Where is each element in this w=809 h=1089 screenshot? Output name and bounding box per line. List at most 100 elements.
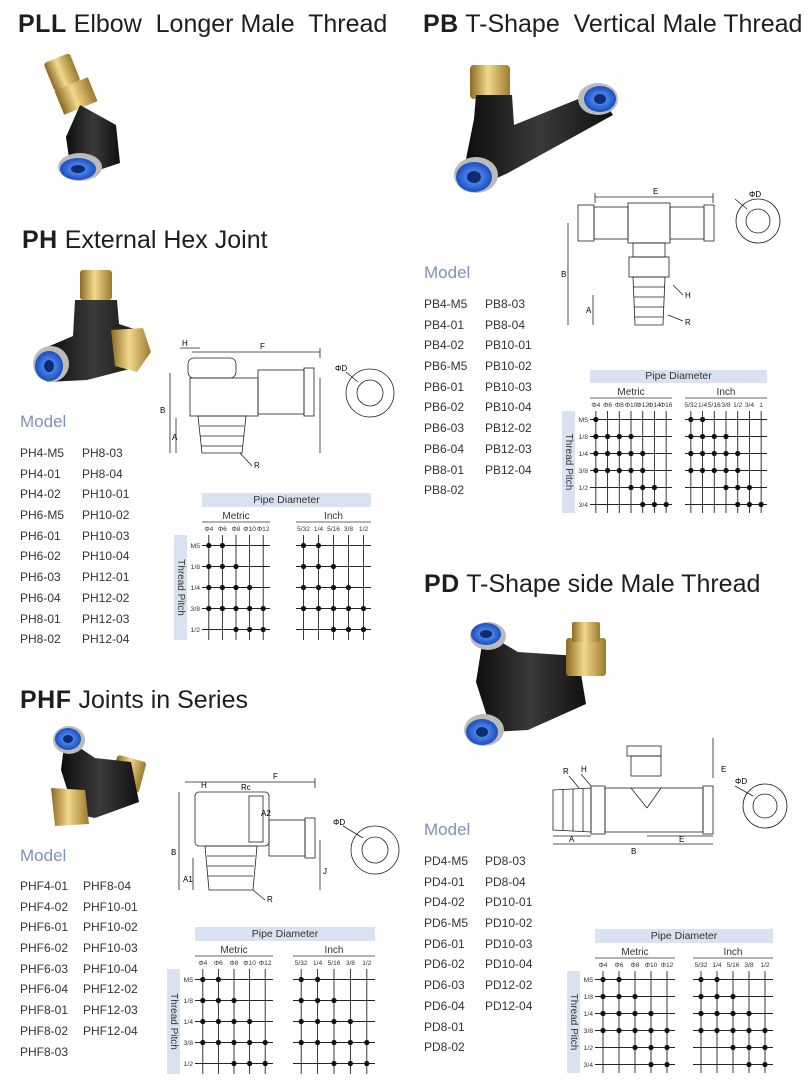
chart-compat-dot [604,467,611,474]
chart-compat-dot [600,1027,606,1034]
ph-dim-d: ΦD [335,364,347,373]
chart-compat-dot [699,450,706,457]
model-item: PHF6-03 [20,961,69,976]
chart-row-label: 1/2 [184,1061,194,1068]
chart-col-label: 5/32 [684,402,697,409]
pb-dim-a: A [586,306,592,315]
chart-row-label: 3/8 [584,1028,594,1035]
chart-col-label: Φ6 [603,402,612,409]
chart-compat-dot [735,484,741,491]
model-item: PH6-02 [20,549,61,564]
chart-compat-dot [593,416,599,423]
pd-title: PD T-Shape side Male Thread [424,572,760,597]
pd-code: PD [424,570,460,598]
chart-compat-dot [616,976,622,983]
chart-row-label: 1/2 [584,1045,594,1052]
model-item: PHF12-03 [83,1003,138,1018]
model-item: PD10-04 [485,957,533,972]
chart-header-bar [590,370,767,383]
chart-col-label: 3/8 [721,402,730,409]
pb-dim-b: B [561,270,566,279]
chart-compat-dot [315,976,321,983]
pd-dim-e: E [721,765,726,774]
chart-col-label: 3/8 [346,960,355,967]
chart-row-label: M5 [184,977,194,984]
chart-compat-dot [231,997,237,1004]
chart-compat-dot [651,501,658,508]
chart-compat-dot [219,584,225,591]
chart-header-label: Pipe Diameter [253,494,320,506]
chart-compat-dot [632,1044,638,1051]
chart-compat-dot [723,484,729,491]
model-item: PHF12-04 [83,1023,138,1038]
chart-compat-dot [247,1039,253,1046]
ph-dim-a: A [172,433,178,442]
model-item: PHF4-01 [20,879,69,893]
chart-group-label-group2: Inch [724,947,743,958]
pb-code: PB [423,10,459,38]
pb-dim-e: E [653,187,658,196]
model-item: PHF8-03 [20,1044,69,1059]
chart-row-label: M5 [579,417,589,424]
chart-compat-dot [746,501,753,508]
model-item: PHF6-02 [20,941,69,956]
chart-compat-dot [206,584,212,591]
model-item: PB6-01 [424,379,465,394]
chart-col-label: 3/8 [744,962,753,969]
chart-compat-dot [632,1010,638,1017]
chart-compat-dot [714,1027,720,1034]
chart-compat-dot [300,605,307,612]
chart-compat-dot [345,584,352,591]
chart-compat-dot [247,626,253,633]
phf-dim-h: H [201,781,207,790]
model-item: PB12-03 [485,441,532,456]
chart-header-label: Pipe Diameter [252,928,319,940]
ph-dim-h: H [182,339,188,348]
chart-col-label: Φ12 [636,402,649,409]
model-item: PB12-04 [485,462,532,477]
chart-col-label: 1/2 [362,960,371,967]
chart-col-label: 5/16 [327,526,340,533]
pd-model-label: Model [424,820,471,839]
chart-row-label: 3/8 [579,468,589,475]
model-item: PB6-03 [424,421,465,436]
chart-col-label: 1/4 [313,960,322,967]
chart-col-label: 1/4 [712,962,721,969]
chart-row-label: 1/8 [584,994,594,1001]
chart-col-label: 5/32 [695,962,708,969]
chart-compat-dot [233,626,239,633]
model-item: PD10-02 [485,916,533,931]
model-item: PH6-01 [20,528,61,543]
chart-compat-dot [714,976,720,983]
chart-header-bar [595,929,773,943]
chart-compat-dot [758,501,764,508]
chart-compat-dot [762,1061,768,1068]
chart-compat-dot [648,1044,654,1051]
chart-compat-dot [664,1061,670,1068]
chart-col-label: Φ12 [661,962,674,969]
chart-compat-dot [762,1027,768,1034]
chart-compat-dot [746,484,753,491]
chart-compat-dot [247,605,253,612]
chart-compat-dot [714,993,720,1000]
model-item: PD8-01 [424,1019,465,1034]
model-item: PH6-04 [20,590,61,605]
chart-compat-dot [298,1018,304,1025]
ph-dim-f: F [260,342,265,351]
ph-model-label: Model [20,412,67,431]
chart-compat-dot [219,542,225,549]
pb-dim-h: H [685,291,691,300]
chart-header-label: Pipe Diameter [651,930,718,942]
model-item: PD6-M5 [424,916,469,931]
chart-compat-dot [593,467,599,474]
model-item: PH8-01 [20,611,61,626]
chart-compat-dot [746,1044,752,1051]
chart-compat-dot [711,450,717,457]
chart-row-label: 1/4 [191,585,201,592]
pd-dimension-drawing: R H E ΦD A B E [552,738,788,856]
chart-compat-dot [215,1039,221,1046]
